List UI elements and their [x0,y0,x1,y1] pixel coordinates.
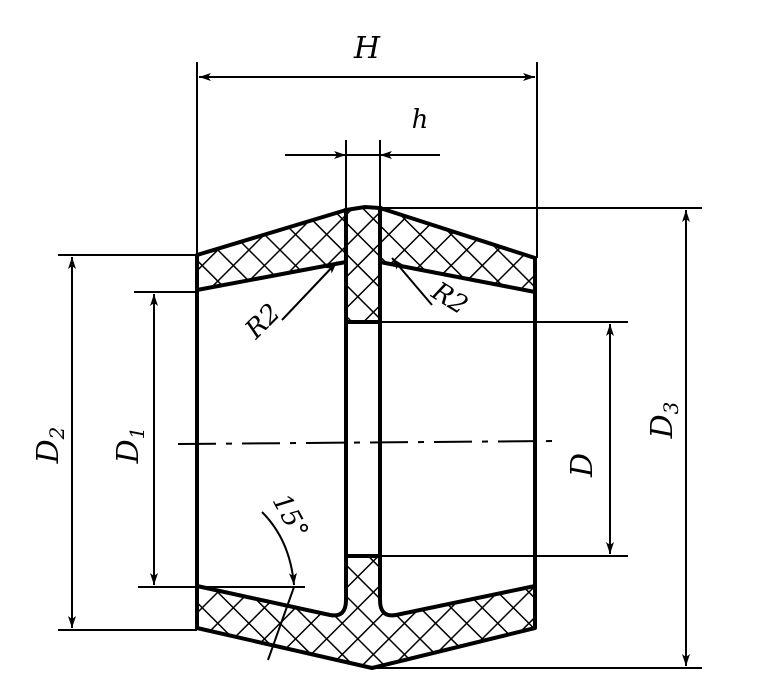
label-h: h [412,105,429,135]
dim-R2-left [281,261,338,321]
center-line [177,440,556,445]
label-D: D [565,453,600,478]
extension-lines [58,62,702,669]
label-H: H [353,31,381,66]
dim-angle-leader [261,511,297,586]
label-angle-15: 15° [266,489,314,544]
label-D1: D1 [111,427,149,465]
dim-R2-right [391,257,433,306]
section-outline [195,255,537,628]
label-R2-right: R2 [425,276,472,321]
label-R2-left: R2 [239,298,286,345]
section-hatched-body [195,204,537,670]
label-D2: D2 [31,427,69,465]
label-D3: D3 [645,402,683,440]
dimension-lines [68,73,690,666]
